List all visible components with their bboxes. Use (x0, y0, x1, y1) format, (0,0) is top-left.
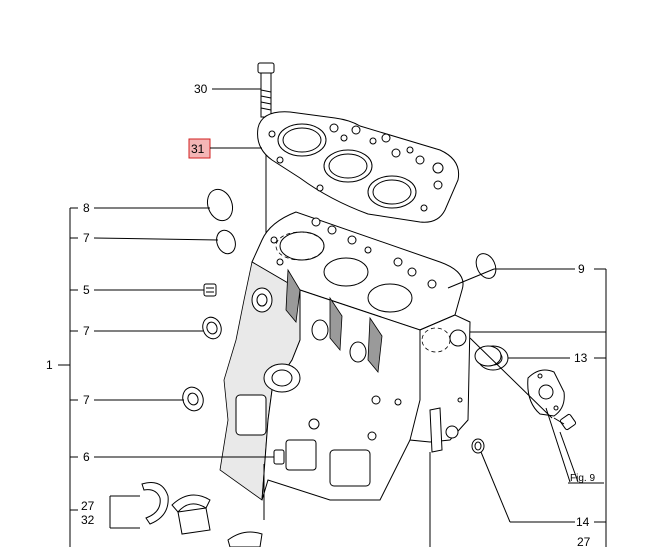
plug-7c-part[interactable] (179, 384, 206, 413)
dowel-6-part[interactable] (273, 449, 285, 465)
callout-6[interactable]: 6 (83, 450, 90, 464)
callout-1[interactable]: 1 (46, 358, 53, 372)
main-bearing-part[interactable] (171, 494, 263, 547)
callout-27[interactable]: 27 (81, 499, 95, 513)
callout-27b[interactable]: 27 (577, 535, 591, 547)
cover-plate-part[interactable] (527, 369, 565, 417)
leader-line-9b (447, 268, 495, 289)
callout-31[interactable]: 31 (191, 142, 205, 156)
leader-line-7a (93, 237, 219, 241)
callout-5[interactable]: 5 (83, 283, 90, 297)
callout-7b[interactable]: 7 (83, 324, 90, 338)
expansion-plug-8[interactable] (203, 186, 236, 224)
callout-30[interactable]: 30 (194, 82, 208, 96)
figure-reference[interactable]: Fig. 9 (570, 473, 595, 484)
leader-line-fig9c (559, 431, 579, 483)
o-ring-14-part[interactable] (471, 438, 485, 454)
head-bolt-part[interactable] (257, 62, 275, 118)
leader-line-fig9b (545, 407, 571, 483)
callout-8[interactable]: 8 (83, 201, 90, 215)
reference-outline-1 (275, 231, 325, 261)
leader-line-fig9a (469, 337, 553, 419)
expansion-plug-7a[interactable] (213, 228, 238, 257)
callout-9[interactable]: 9 (578, 262, 585, 276)
callout-14[interactable]: 14 (576, 515, 590, 529)
oil-seal-13-part[interactable] (474, 345, 509, 371)
thrust-bearing-part[interactable] (141, 482, 169, 525)
callout-7c[interactable]: 7 (83, 393, 90, 407)
plug-5-part[interactable] (203, 283, 217, 297)
callout-7a[interactable]: 7 (83, 231, 90, 245)
callout-32[interactable]: 32 (81, 513, 95, 527)
plug-7b-part[interactable] (200, 315, 224, 342)
cylinder-block-part[interactable] (219, 211, 471, 501)
callout-13[interactable]: 13 (574, 351, 588, 365)
reference-outline-2 (421, 327, 451, 353)
head-gasket-part[interactable] (257, 111, 460, 223)
plug-9-part[interactable] (472, 250, 499, 281)
cover-bolt-part[interactable] (553, 413, 577, 431)
leader-line-14a (480, 451, 511, 523)
